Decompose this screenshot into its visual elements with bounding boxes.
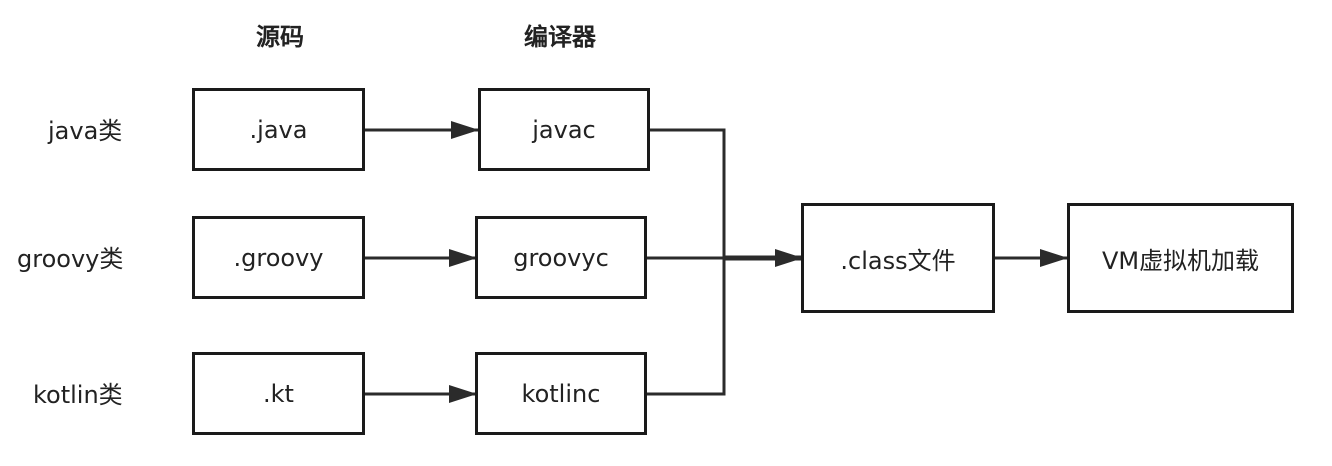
node-class-file: .class文件 bbox=[801, 203, 995, 313]
node-source-java: .java bbox=[192, 88, 365, 171]
node-vm-load: VM虚拟机加载 bbox=[1067, 203, 1294, 313]
connector-javac-to-bus bbox=[650, 128, 726, 258]
connector-kotlinc-to-bus bbox=[647, 258, 726, 396]
node-compiler-kotlinc: kotlinc bbox=[475, 352, 647, 435]
row-label-groovy: groovy类 bbox=[17, 245, 124, 273]
row-label-kotlin: kotlin类 bbox=[33, 381, 123, 409]
header-compiler: 编译器 bbox=[524, 23, 596, 51]
header-source: 源码 bbox=[256, 23, 304, 51]
node-compiler-groovyc: groovyc bbox=[475, 216, 647, 299]
node-source-groovy: .groovy bbox=[192, 216, 365, 299]
node-source-kt: .kt bbox=[192, 352, 365, 435]
node-compiler-javac: javac bbox=[478, 88, 650, 171]
row-label-java: java类 bbox=[48, 117, 123, 145]
